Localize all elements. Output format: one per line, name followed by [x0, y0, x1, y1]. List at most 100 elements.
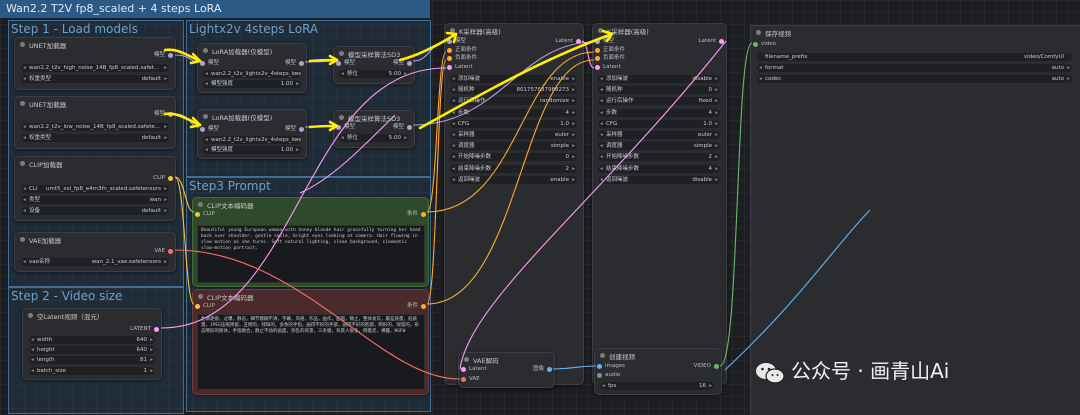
collapse-dot-icon[interactable] [20, 101, 25, 106]
input-pin[interactable] [336, 125, 341, 130]
input-pin[interactable] [595, 39, 600, 44]
collapse-dot-icon[interactable] [203, 48, 208, 53]
input-pin[interactable] [595, 47, 600, 53]
collapse-dot-icon[interactable] [339, 115, 344, 120]
unet-name-combo[interactable]: ◂wan2.2_t2v_low_noise_14B_fp8_scaled.saf… [21, 123, 169, 131]
input-pin[interactable] [597, 373, 602, 378]
collapse-dot-icon[interactable] [20, 161, 25, 166]
input-pin[interactable] [597, 364, 602, 369]
unet-loader-high[interactable]: UNET加载器 模型 ◂wan2.2_t2v_high_noise_14B_fp… [14, 37, 176, 90]
input-pin[interactable] [461, 377, 466, 382]
input-pin[interactable] [595, 64, 600, 70]
vae-decode-node[interactable]: VAE解码 Latent VAE 图像 [458, 352, 555, 388]
input-pin[interactable] [447, 39, 452, 44]
collapse-dot-icon[interactable] [464, 357, 469, 362]
input-pin[interactable] [195, 212, 200, 217]
collapse-dot-icon[interactable] [450, 28, 455, 33]
lora-name-combo[interactable]: ◂wan2.2_t2v_lightx2v_4steps_lora_...▸ [203, 136, 301, 144]
output-pin[interactable] [714, 364, 719, 369]
output-pin[interactable] [421, 212, 426, 217]
output-pin[interactable] [407, 125, 412, 130]
collapse-dot-icon[interactable] [198, 202, 203, 207]
output-pin[interactable] [299, 127, 304, 132]
lora-name-combo[interactable]: ◂wan2.2_t2v_lightx2v_4steps_lora_...▸ [203, 70, 301, 78]
clip-text-encode-negative[interactable]: CLIP文本编码器 CLIP 条件 色调艳丽，过曝，静态，细节模糊不清，字幕，风… [192, 289, 429, 395]
output-pin[interactable] [154, 327, 159, 332]
collapse-dot-icon[interactable] [600, 353, 605, 358]
prompt-textarea[interactable]: Beautiful young European woman with hone… [197, 225, 425, 283]
input-pin[interactable] [336, 61, 341, 66]
input-pin[interactable] [461, 367, 466, 372]
collapse-dot-icon[interactable] [20, 237, 25, 242]
output-pin[interactable] [547, 367, 552, 372]
input-pin[interactable] [753, 42, 758, 47]
input-pin[interactable] [195, 304, 200, 309]
collapse-dot-icon[interactable] [198, 294, 203, 299]
output-pin[interactable] [168, 249, 173, 254]
output-pin[interactable] [407, 61, 412, 66]
collapse-dot-icon[interactable] [756, 30, 761, 35]
lora-loader-low[interactable]: LoRA加载器(仅模型) 模型 模型 ◂wan2.2_t2v_lightx2v_… [197, 109, 307, 159]
input-pin[interactable] [447, 47, 452, 53]
unet-loader-low[interactable]: UNET加载器 模型 ◂wan2.2_t2v_low_noise_14B_fp8… [14, 96, 176, 149]
input-pin[interactable] [447, 64, 452, 70]
collapse-dot-icon[interactable] [339, 51, 344, 56]
unet-name-combo[interactable]: ◂wan2.2_t2v_high_noise_14B_fp8_scaled.sa… [21, 64, 169, 72]
collapse-dot-icon[interactable] [20, 42, 25, 47]
collapse-dot-icon[interactable] [598, 28, 603, 33]
output-pin[interactable] [576, 39, 581, 44]
input-pin[interactable] [200, 61, 205, 66]
clip-text-encode-positive[interactable]: CLIP文本编码器 CLIP 条件 Beautiful young Europe… [192, 197, 429, 287]
input-pin[interactable] [200, 127, 205, 132]
output-pin[interactable] [421, 304, 426, 309]
input-pin[interactable] [447, 56, 452, 61]
output-pin[interactable] [168, 53, 173, 58]
input-pin[interactable] [595, 56, 600, 61]
lora-loader-high[interactable]: LoRA加载器(仅模型) 模型 模型 ◂wan2.2_t2v_lightx2v_… [197, 43, 307, 93]
collapse-dot-icon[interactable] [28, 313, 33, 318]
output-pin[interactable] [168, 176, 173, 181]
